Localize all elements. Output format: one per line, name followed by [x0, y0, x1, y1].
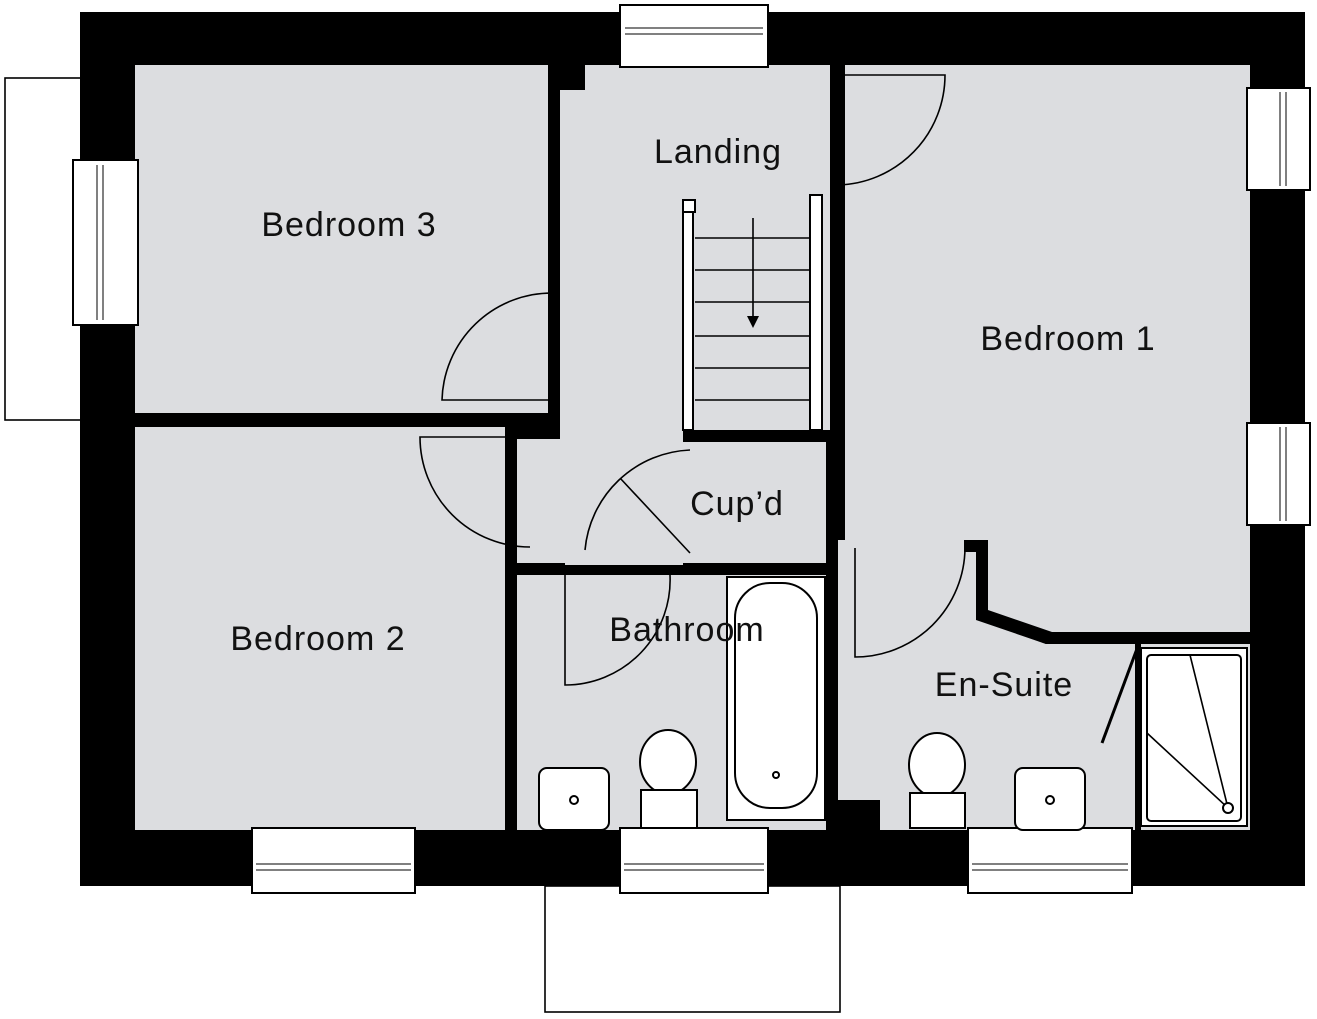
door-bedroom2 [419, 436, 531, 548]
door-bathroom [564, 574, 671, 686]
toilet-icon [908, 732, 966, 829]
room-label-bedroom2: Bedroom 2 [230, 620, 405, 658]
doors [419, 74, 966, 686]
room-label-ensuite: En-Suite [935, 666, 1073, 704]
stair-arrow-icon [747, 316, 759, 328]
bay-outline [4, 77, 82, 421]
room-label-landing: Landing [654, 133, 782, 171]
door-bedroom1 [837, 74, 946, 186]
room-label-bathroom: Bathroom [609, 611, 764, 649]
porch-outline [544, 885, 841, 1013]
room-label-bedroom1: Bedroom 1 [980, 320, 1155, 358]
bedroom2-floor [135, 427, 505, 830]
staircase [682, 194, 823, 431]
bedroom3-floor [135, 65, 548, 413]
floor-areas [135, 65, 1250, 830]
toilet-icon [639, 729, 698, 829]
bath-icon [726, 576, 826, 821]
internal-walls [135, 65, 1250, 830]
bedroom1-floor [845, 65, 1250, 632]
door-bedroom3 [441, 292, 554, 401]
shower-icon [1100, 645, 1248, 827]
door-ensuite [854, 547, 966, 658]
door-cupboard [584, 449, 691, 554]
room-label-bedroom3: Bedroom 3 [261, 206, 436, 244]
room-label-cupboard: Cup’d [690, 485, 784, 523]
basin-icon [538, 767, 610, 831]
windows [72, 4, 1311, 894]
basin-icon [1014, 767, 1086, 831]
